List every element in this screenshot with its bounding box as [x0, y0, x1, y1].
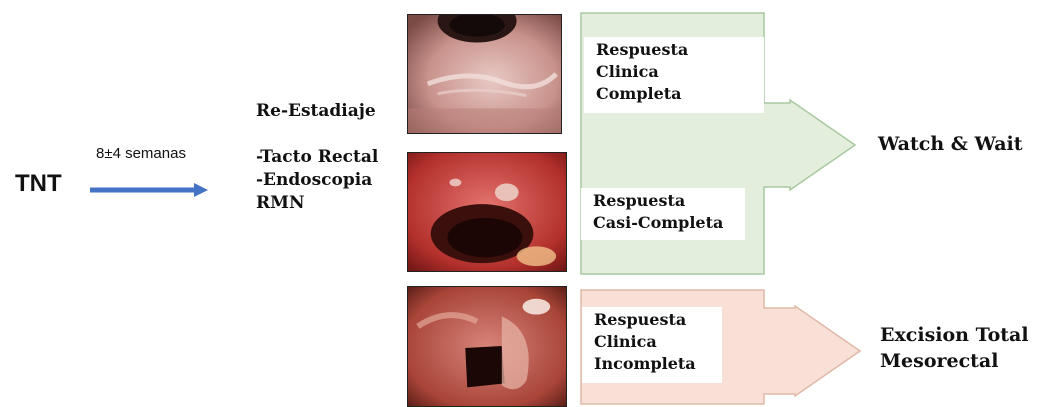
response-incomplete-line: Clinica [594, 331, 712, 353]
restaging-method: RMN [256, 192, 378, 215]
outcome-total-mesorectal-excision: Excision Total Mesorectal [880, 322, 1029, 374]
blue-arrow-icon [90, 182, 208, 198]
response-near-complete-line: Respuesta [593, 190, 735, 212]
response-complete-line: Clinica [596, 61, 754, 83]
restaging-method: -Endoscopia [256, 169, 378, 192]
restaging-title: Re-Estadiaje [256, 100, 378, 123]
response-complete-line: Completa [596, 83, 754, 105]
restaging-block: Re-Estadiaje -Tacto Rectal -Endoscopia R… [256, 100, 378, 215]
response-near-complete-line: Casi-Completa [593, 212, 735, 234]
response-complete-box: Respuesta Clinica Completa [584, 37, 764, 113]
endoscopy-image-scar [407, 14, 562, 134]
outcome-watch-and-wait: Watch & Wait [878, 131, 1023, 157]
outcome-tme-line: Excision Total [880, 322, 1029, 348]
endoscopy-image-small-lesion [407, 152, 567, 272]
response-incomplete-line: Incompleta [594, 353, 712, 375]
outcome-tme-line: Mesorectal [880, 348, 1029, 374]
response-incomplete-box: Respuesta Clinica Incompleta [582, 307, 722, 383]
tnt-label: TNT [15, 170, 62, 198]
endoscopy-image-residual-tumor [407, 286, 567, 407]
response-complete-line: Respuesta [596, 39, 754, 61]
restaging-method: -Tacto Rectal [256, 146, 378, 169]
response-near-complete-box: Respuesta Casi-Completa [581, 188, 745, 240]
response-incomplete-line: Respuesta [594, 309, 712, 331]
arrow-duration-label: 8±4 semanas [96, 145, 186, 162]
